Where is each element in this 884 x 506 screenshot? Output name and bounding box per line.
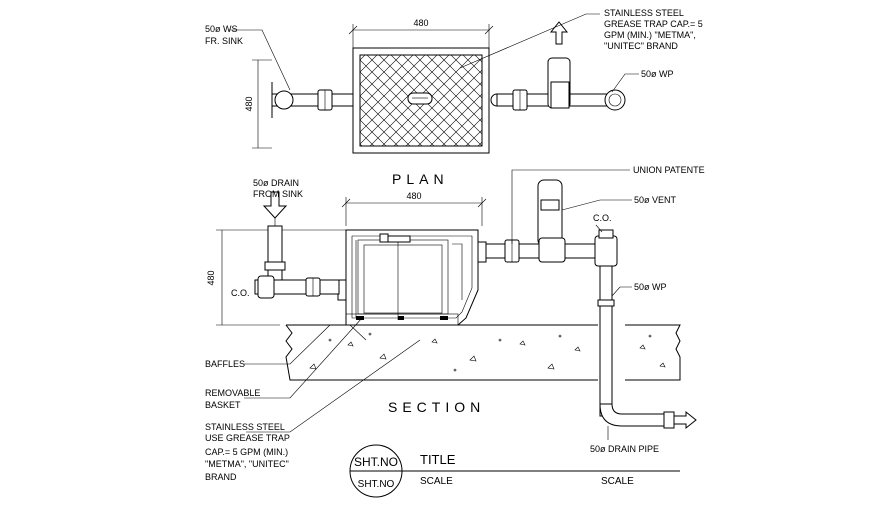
plan-dim-height-text: 480 bbox=[244, 96, 254, 111]
plan-view: 480 480 bbox=[205, 8, 703, 187]
section-label-union: UNION PATENTE bbox=[633, 165, 705, 175]
plan-inlet-pipe bbox=[271, 82, 354, 118]
plan-label-trap-2: GREASE TRAP CAP.= 5 bbox=[604, 19, 703, 29]
plan-trap-body bbox=[352, 47, 504, 154]
section-label-drain-pipe: 50ø DRAIN PIPE bbox=[590, 444, 659, 454]
plan-label-wp: 50ø WP bbox=[641, 69, 674, 79]
scale-label-1: SCALE bbox=[420, 476, 453, 487]
plan-label-sink-2: FR. SINK bbox=[205, 36, 243, 46]
plan-label-trap-3: GPM (MIN.) "METMA", bbox=[604, 30, 696, 40]
plan-title: PLAN bbox=[392, 171, 449, 187]
section-label-ss-5: BRAND bbox=[205, 472, 237, 482]
sheet-number-bottom: SHT.NO bbox=[358, 479, 395, 490]
plan-label-trap-1: STAINLESS STEEL bbox=[604, 8, 684, 18]
plan-dim-width-text: 480 bbox=[413, 18, 428, 28]
section-view: 480 480 bbox=[205, 165, 705, 482]
section-label-ss-2: USE GREASE TRAP bbox=[205, 433, 290, 443]
scale-label-2: SCALE bbox=[601, 476, 634, 487]
section-inlet-pipe bbox=[254, 191, 340, 299]
plan-outlet-pipe bbox=[496, 21, 626, 111]
section-trap-body bbox=[337, 229, 487, 326]
plan-label-trap-4: "UNITEC" BRAND bbox=[604, 41, 678, 51]
section-label-ss-1: STAINLESS STEEL bbox=[205, 422, 285, 432]
section-label-ss-4: "METMA", "UNITEC" bbox=[205, 459, 289, 469]
section-title: SECTION bbox=[388, 399, 485, 415]
section-label-wp: 50ø WP bbox=[634, 282, 667, 292]
section-label-baffles: BAFFLES bbox=[205, 359, 245, 369]
outlet-right-arrow-icon bbox=[673, 410, 697, 430]
section-dim-width-text: 480 bbox=[406, 191, 421, 201]
title-block: SHT.NO SHT.NO TITLE SCALE SCALE bbox=[349, 444, 680, 498]
section-outlet-pipe bbox=[485, 179, 697, 430]
section-label-ss-3: CAP.= 5 GPM (MIN.) bbox=[205, 447, 288, 457]
plan-label-sink-1: 50ø WS bbox=[205, 24, 238, 34]
sheet-number-top: SHT.NO bbox=[354, 455, 398, 469]
section-label-co-right: C.O. bbox=[593, 213, 612, 223]
section-label-basket-2: BASKET bbox=[205, 400, 241, 410]
section-label-drain-1: 50ø DRAIN bbox=[253, 178, 299, 188]
section-label-co-left: C.O. bbox=[231, 288, 250, 298]
section-dim-height-text: 480 bbox=[206, 270, 216, 285]
inlet-down-arrow-icon bbox=[262, 191, 288, 219]
plan-dimension-height: 480 bbox=[244, 59, 272, 149]
concrete-slab bbox=[285, 324, 681, 381]
section-label-drain-2: FROM SINK bbox=[253, 189, 303, 199]
plan-dimension-width: 480 bbox=[348, 18, 494, 50]
section-label-vent: 50ø VENT bbox=[634, 195, 677, 205]
section-dimension-width: 480 bbox=[341, 191, 487, 226]
section-label-basket-1: REMOVABLE bbox=[205, 388, 260, 398]
drawing-title: TITLE bbox=[420, 452, 456, 467]
